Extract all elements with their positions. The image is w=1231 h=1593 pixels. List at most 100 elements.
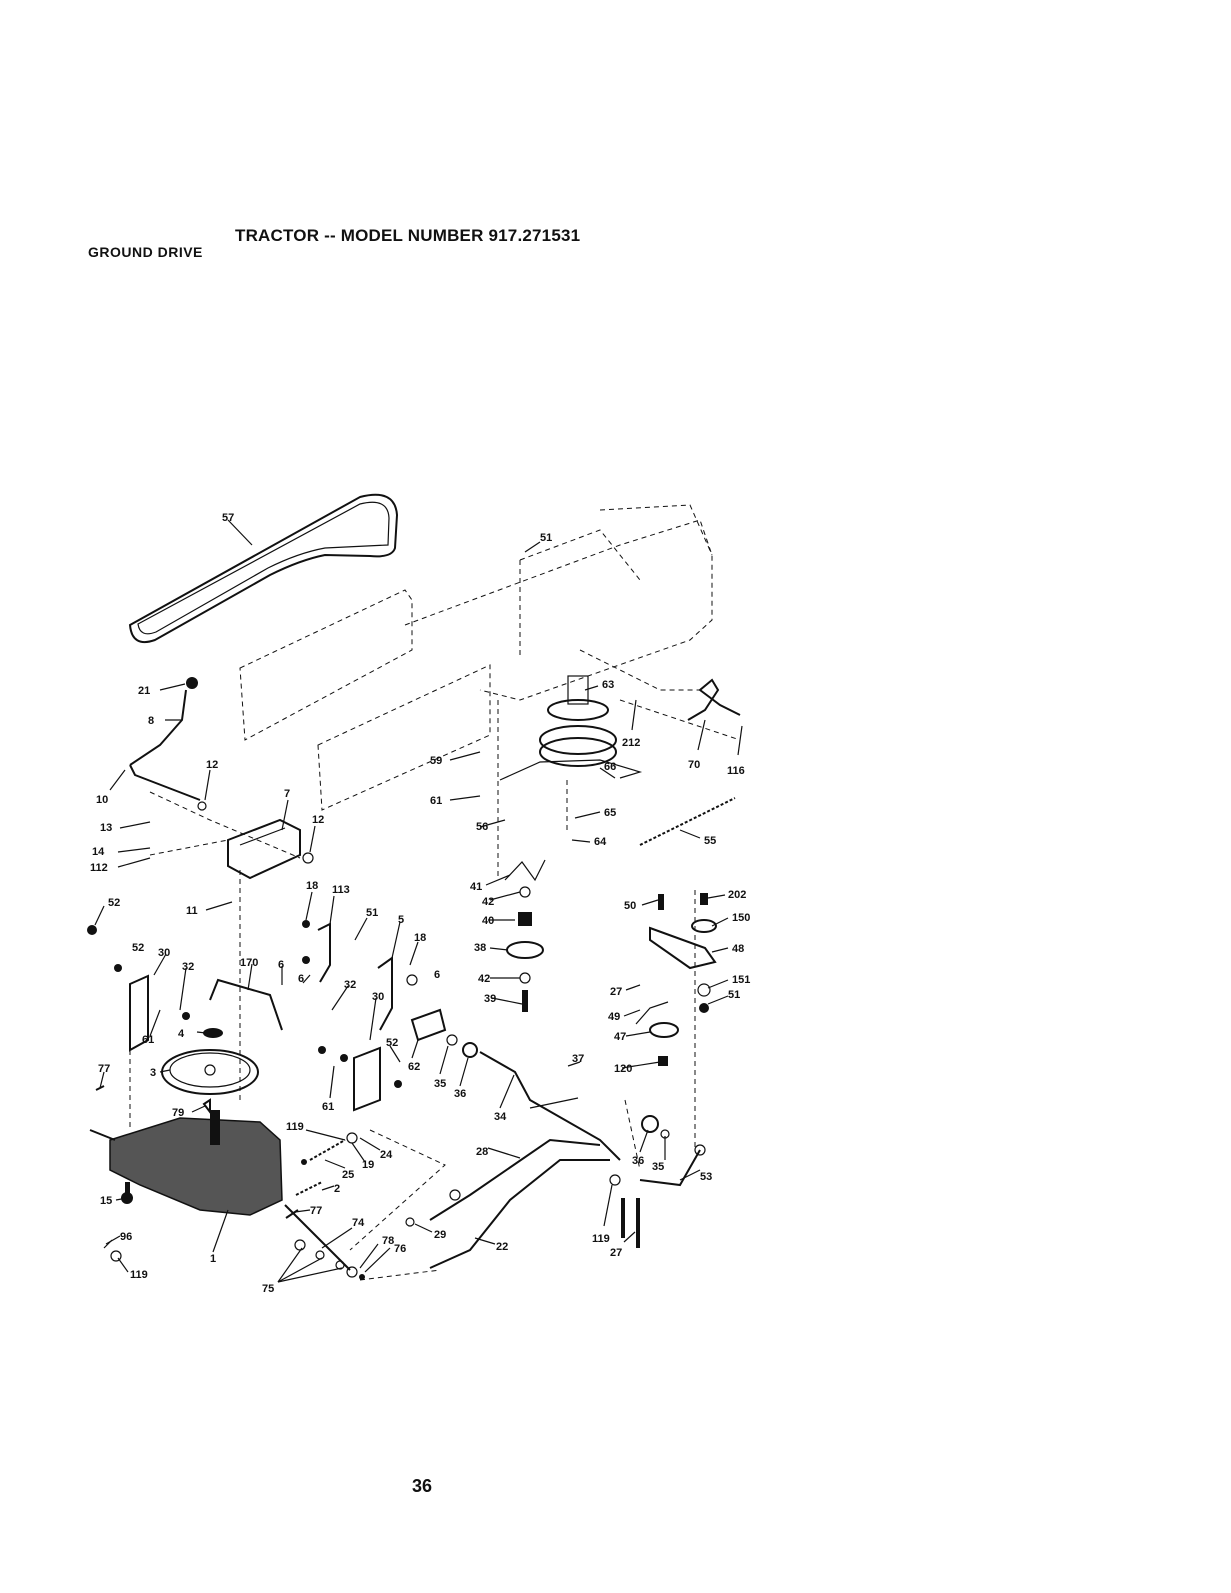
callout-77: 77 (98, 1063, 110, 1075)
callout-5: 5 (398, 914, 404, 926)
control-rod (209, 978, 283, 1031)
callout-65: 65 (604, 807, 616, 819)
engine-pulley (499, 675, 643, 781)
callout-32: 32 (182, 961, 194, 973)
callout-19: 19 (362, 1159, 374, 1171)
callout-50: 50 (624, 900, 636, 912)
callout-37: 37 (572, 1053, 584, 1065)
callout-51c: 51 (728, 989, 740, 1001)
callout-61: 61 (430, 795, 442, 807)
callout-35b: 35 (652, 1161, 664, 1173)
callout-49: 49 (608, 1011, 620, 1023)
callout-55: 55 (704, 835, 716, 847)
callout-2: 2 (334, 1183, 340, 1195)
callout-170: 170 (240, 957, 258, 969)
callout-63: 63 (602, 679, 614, 691)
tension-spring (639, 797, 736, 846)
callout-150: 150 (732, 912, 750, 924)
callout-59: 59 (430, 755, 442, 767)
callout-27b: 27 (610, 1247, 622, 1259)
leader-lines (94, 519, 743, 1283)
callout-25: 25 (342, 1169, 354, 1181)
left-mount-bracket (87, 925, 190, 1052)
callout-57: 57 (222, 512, 234, 524)
axle-hardware (294, 1239, 365, 1280)
shift-bracket (197, 801, 314, 880)
assembly-lines (129, 560, 696, 1281)
callout-75: 75 (262, 1283, 274, 1295)
callout-151: 151 (732, 974, 750, 986)
callout-96: 96 (120, 1231, 132, 1243)
callout-76: 76 (394, 1243, 406, 1255)
callout-66: 66 (604, 761, 616, 773)
callout-61c: 61 (322, 1101, 334, 1113)
callout-11: 11 (186, 905, 198, 917)
callout-13: 13 (100, 822, 112, 834)
callout-62: 62 (408, 1061, 420, 1073)
center-brackets (302, 920, 418, 1031)
callout-1: 1 (210, 1253, 216, 1265)
callout-29: 29 (434, 1229, 446, 1241)
callout-51b: 51 (366, 907, 378, 919)
callout-52b: 52 (132, 942, 144, 954)
callout-48: 48 (732, 943, 744, 955)
callout-27: 27 (610, 986, 622, 998)
callout-119c: 119 (130, 1269, 148, 1281)
callout-8: 8 (148, 715, 154, 727)
key-79 (202, 1098, 211, 1115)
callout-79: 79 (172, 1107, 184, 1119)
transaxle-springs (295, 1132, 358, 1196)
transmission-pulley (161, 1028, 259, 1095)
callout-14: 14 (92, 846, 105, 858)
callout-6: 6 (278, 959, 284, 971)
callout-21: 21 (138, 685, 150, 697)
callout-32b: 32 (344, 979, 356, 991)
callout-18: 18 (306, 880, 318, 892)
callout-7: 7 (284, 788, 290, 800)
shift-lever (129, 677, 201, 801)
callout-113: 113 (332, 884, 350, 896)
callout-30: 30 (158, 947, 170, 959)
callout-40: 40 (482, 915, 494, 927)
callout-74: 74 (352, 1217, 365, 1229)
callout-42b: 42 (478, 973, 490, 985)
brake-rod (479, 1051, 621, 1161)
page-number: 36 (412, 1476, 433, 1496)
page-title: TRACTOR -- MODEL NUMBER 917.271531 (235, 226, 581, 245)
center-mount-bracket (318, 1046, 402, 1112)
clutch-rods (405, 1138, 610, 1269)
callout-4: 4 (178, 1028, 185, 1040)
callout-64: 64 (594, 836, 607, 848)
callout-53: 53 (700, 1171, 712, 1183)
callout-42: 42 (482, 896, 494, 908)
callout-52: 52 (108, 897, 120, 909)
callout-12: 12 (206, 759, 218, 771)
callout-39: 39 (484, 993, 496, 1005)
idler-pulley-stack (504, 859, 546, 1012)
callout-3: 3 (150, 1067, 156, 1079)
idler-47 (635, 1001, 679, 1066)
rod-53 (639, 1144, 706, 1187)
callout-labels: 57 51 21 8 63 212 70 116 12 7 10 59 66 6… (90, 512, 750, 1295)
callout-41: 41 (470, 881, 482, 893)
callout-24: 24 (380, 1149, 393, 1161)
callout-35: 35 (434, 1078, 446, 1090)
callout-6c: 6 (434, 969, 440, 981)
right-bolts (609, 1174, 640, 1248)
idler-bracket (687, 678, 741, 721)
callout-119: 119 (286, 1121, 304, 1133)
callout-56: 56 (476, 821, 488, 833)
callout-15: 15 (100, 1195, 112, 1207)
callout-116: 116 (727, 765, 745, 777)
callout-22: 22 (496, 1241, 508, 1253)
spacer-and-washers (410, 1008, 478, 1058)
callout-30b: 30 (372, 991, 384, 1003)
callout-212: 212 (622, 737, 640, 749)
callout-28: 28 (476, 1146, 488, 1158)
callout-78: 78 (382, 1235, 394, 1247)
callout-51: 51 (540, 532, 552, 544)
callout-6b: 6 (298, 973, 304, 985)
callout-120: 120 (614, 1063, 632, 1075)
callout-47: 47 (614, 1031, 626, 1043)
